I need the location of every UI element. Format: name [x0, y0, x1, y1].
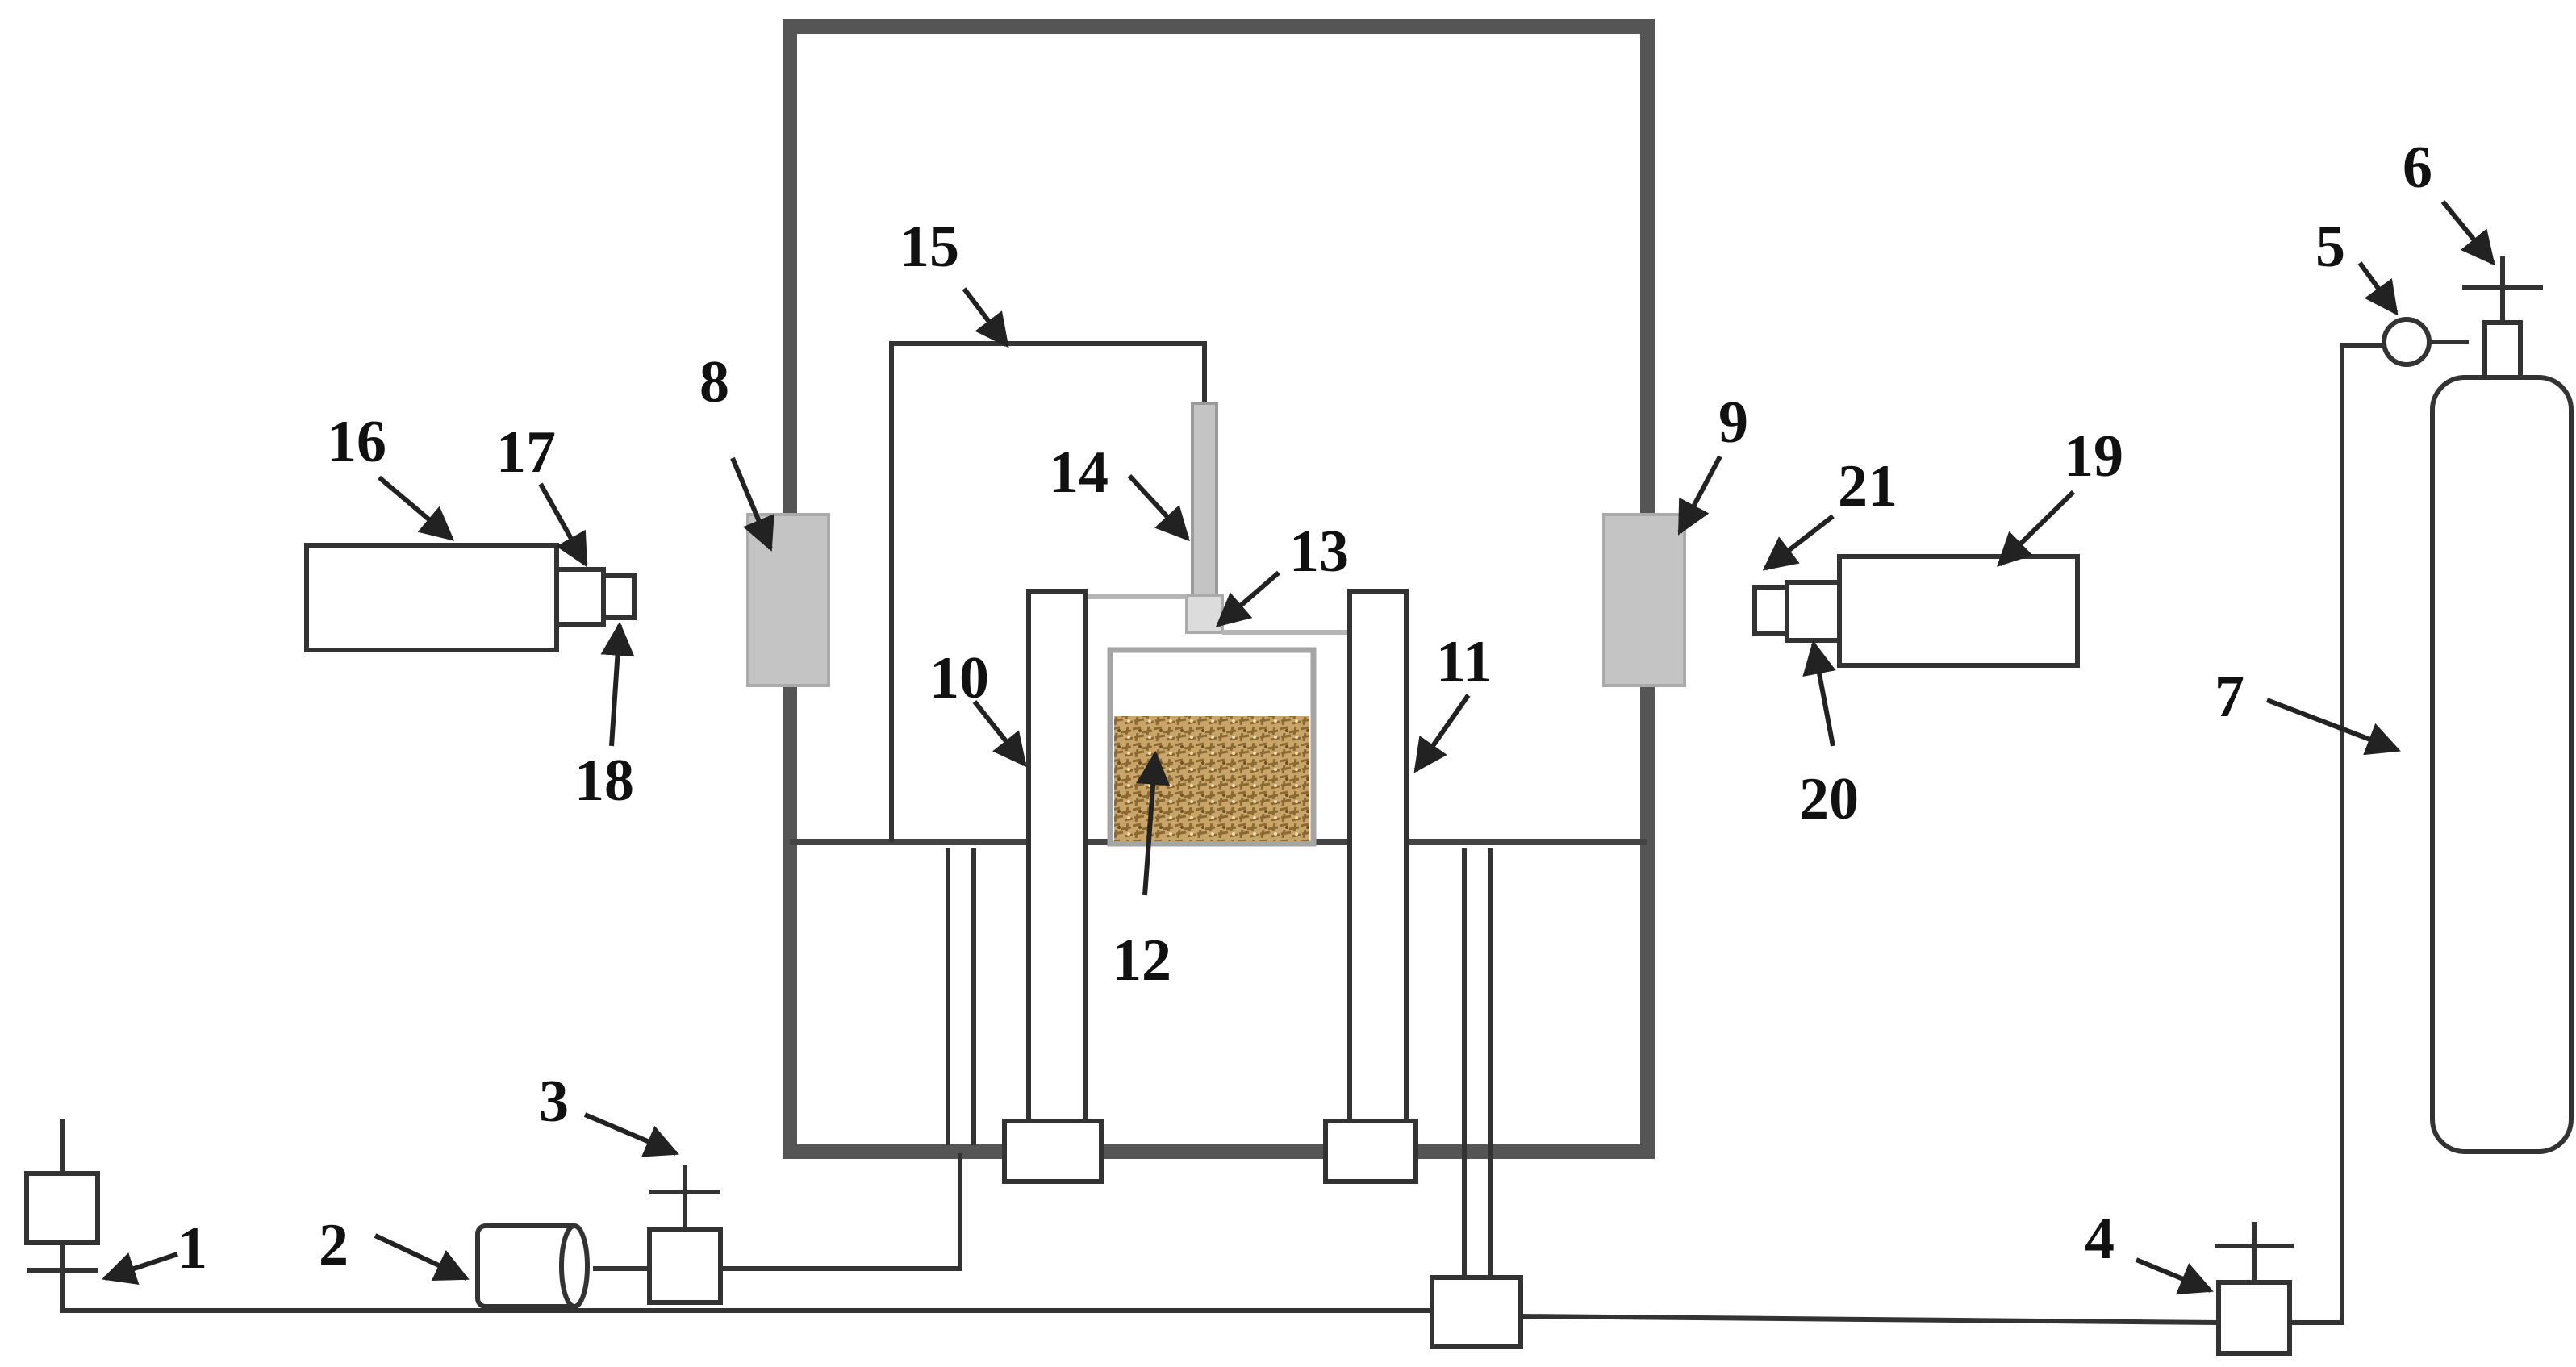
- label-1: 1: [177, 1215, 207, 1282]
- left-window: [746, 513, 830, 687]
- probe-tip: [1185, 594, 1224, 634]
- left-camera: [304, 543, 637, 652]
- inlet-valve: [24, 1119, 100, 1273]
- gas-cylinder: [2430, 256, 2574, 1154]
- leader-arrows: [102, 200, 2495, 1294]
- vacuum-pump: [475, 1223, 649, 1309]
- label-11: 11: [1436, 629, 1493, 695]
- pressure-gauge: [2382, 317, 2432, 367]
- sample-container: [1107, 647, 1317, 847]
- right-electrode: [1323, 589, 1418, 1184]
- label-20: 20: [1799, 766, 1859, 832]
- label-3: 3: [539, 1069, 569, 1135]
- gas-valve: [2215, 1222, 2294, 1356]
- label-9: 9: [1718, 390, 1748, 456]
- label-12: 12: [1112, 927, 1171, 994]
- label-21: 21: [1838, 453, 1898, 519]
- right-port-valve: [1430, 1275, 1523, 1349]
- label-5: 5: [2315, 214, 2345, 280]
- label-6: 6: [2403, 135, 2432, 201]
- label-10: 10: [929, 645, 989, 711]
- label-4: 4: [2085, 1206, 2115, 1272]
- main-line-right: [1520, 1314, 2219, 1325]
- pump-valve: [647, 1165, 723, 1305]
- right-camera: [1752, 554, 2080, 668]
- label-2: 2: [319, 1212, 349, 1278]
- probe-rod: [1191, 402, 1218, 597]
- label-18: 18: [574, 748, 634, 814]
- sample-material: [1114, 716, 1309, 841]
- label-8: 8: [699, 349, 729, 415]
- label-7: 7: [2215, 664, 2244, 730]
- label-13: 13: [1289, 519, 1349, 585]
- vacuum-chamber: [783, 19, 1655, 1159]
- gas-line: [2290, 343, 2384, 1325]
- label-17: 17: [496, 419, 556, 486]
- main-line: [60, 1270, 1432, 1313]
- label-19: 19: [2064, 423, 2123, 490]
- label-16: 16: [327, 409, 386, 475]
- label-15: 15: [900, 214, 959, 280]
- right-window: [1602, 513, 1686, 687]
- label-14: 14: [1049, 440, 1108, 506]
- wire: [889, 341, 1207, 842]
- left-port: [946, 848, 976, 1145]
- pump-line: [718, 1153, 962, 1271]
- left-electrode: [1002, 589, 1104, 1184]
- right-port: [1430, 848, 1523, 1349]
